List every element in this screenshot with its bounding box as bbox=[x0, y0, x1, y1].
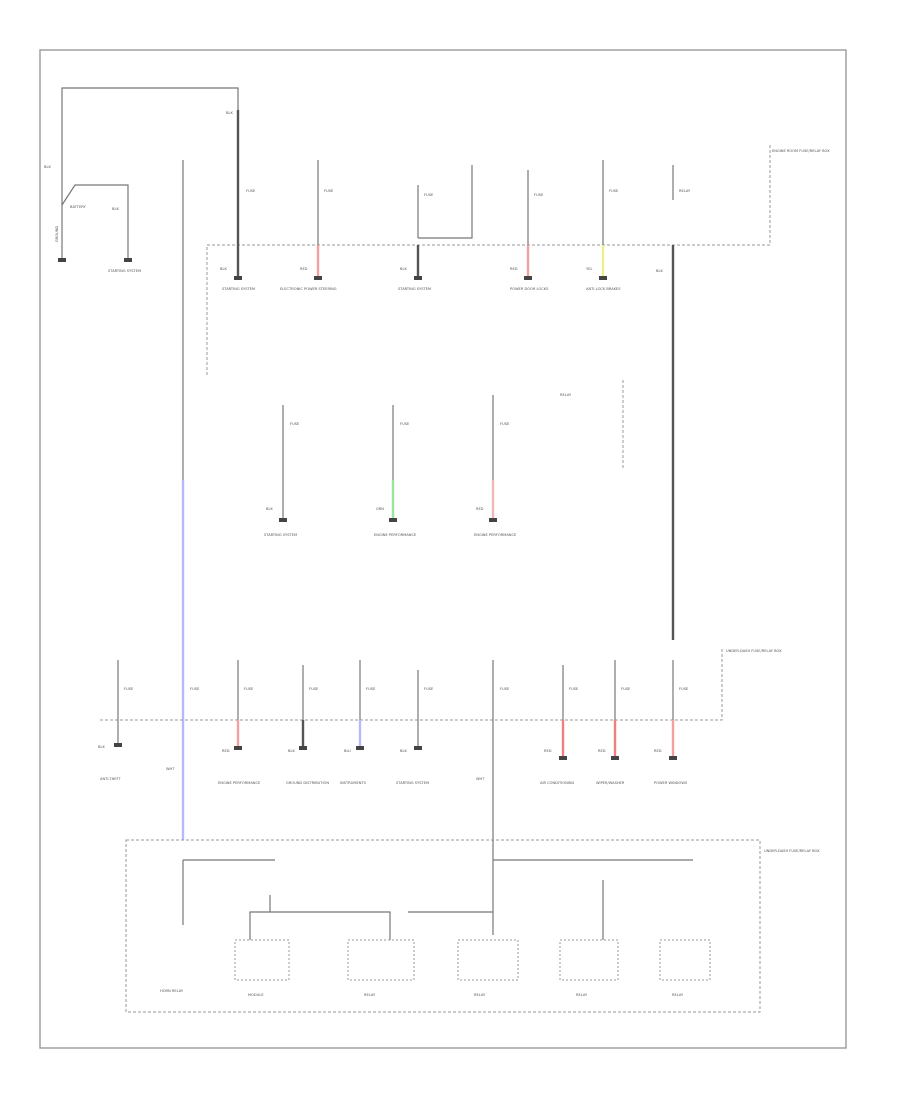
svg-text:RELAY: RELAY bbox=[364, 993, 376, 997]
svg-text:RED: RED bbox=[544, 749, 552, 753]
battery-wire-left: BLK bbox=[44, 165, 51, 169]
svg-text:RELAY: RELAY bbox=[672, 993, 684, 997]
svg-text:INSTRUMENTS: INSTRUMENTS bbox=[340, 781, 367, 785]
svg-text:STARTING SYSTEM: STARTING SYSTEM bbox=[396, 781, 429, 785]
svg-text:ANTI-THEFT: ANTI-THEFT bbox=[100, 777, 122, 781]
svg-text:YEL: YEL bbox=[586, 267, 592, 271]
svg-text:MODULE: MODULE bbox=[248, 993, 264, 997]
svg-text:ENGINE PERFORMANCE: ENGINE PERFORMANCE bbox=[218, 781, 261, 785]
svg-text:FUSE: FUSE bbox=[190, 687, 200, 691]
fb1-output-5: FUSE YEL ANTI-LOCK BRAKES bbox=[586, 189, 621, 291]
fb1-output-1: FUSE BLK STARTING SYSTEM bbox=[220, 189, 256, 291]
svg-text:ANTI-LOCK BRAKES: ANTI-LOCK BRAKES bbox=[586, 287, 621, 291]
svg-text:RED: RED bbox=[222, 749, 230, 753]
svg-text:FUSE: FUSE bbox=[324, 189, 334, 193]
fuse-box-3-title: UNDER-DASH FUSE/RELAY BOX bbox=[764, 849, 820, 853]
svg-text:RELAY: RELAY bbox=[576, 993, 588, 997]
svg-text:POWER DOOR LOCKS: POWER DOOR LOCKS bbox=[510, 287, 549, 291]
svg-text:FUSE: FUSE bbox=[609, 189, 619, 193]
svg-text:WHT: WHT bbox=[476, 777, 485, 781]
svg-text:BLK: BLK bbox=[98, 745, 105, 749]
fuse-box-1-title: ENGINE ROOM FUSE/RELAY BOX bbox=[772, 149, 830, 153]
svg-text:FUSE: FUSE bbox=[500, 422, 510, 426]
battery-label: BATTERY bbox=[70, 205, 87, 209]
fuse-box-2-title: UNDER-DASH FUSE/RELAY BOX bbox=[726, 649, 782, 653]
battery-wire-right: BLK bbox=[112, 207, 119, 211]
fb1-output-3: FUSE BLK STARTING SYSTEM bbox=[398, 193, 434, 291]
svg-text:BLK: BLK bbox=[400, 749, 407, 753]
svg-text:GROUND DISTRIBUTION: GROUND DISTRIBUTION bbox=[286, 781, 329, 785]
svg-text:ELECTRONIC POWER STEERING: ELECTRONIC POWER STEERING bbox=[280, 287, 337, 291]
fb1-output-4: FUSE RED POWER DOOR LOCKS bbox=[510, 193, 549, 291]
svg-text:FUSE: FUSE bbox=[424, 193, 434, 197]
svg-text:FUSE: FUSE bbox=[244, 687, 254, 691]
svg-text:RED: RED bbox=[510, 267, 518, 271]
svg-text:WHT: WHT bbox=[166, 767, 175, 771]
fb1-output-6: RELAY BLK bbox=[656, 189, 691, 640]
svg-text:BLK: BLK bbox=[266, 507, 273, 511]
middle-fuses: FUSE BLK STARTING SYSTEM FUSE GRN ENGINE… bbox=[181, 160, 624, 840]
svg-text:RED: RED bbox=[476, 507, 484, 511]
svg-text:AIR CONDITIONING: AIR CONDITIONING bbox=[540, 781, 575, 785]
battery-ground-label: GROUND bbox=[55, 226, 59, 242]
svg-text:FUSE: FUSE bbox=[290, 422, 300, 426]
svg-text:ENGINE PERFORMANCE: ENGINE PERFORMANCE bbox=[474, 533, 517, 537]
svg-text:FUSE: FUSE bbox=[366, 687, 376, 691]
svg-text:FUSE: FUSE bbox=[246, 189, 256, 193]
svg-text:FUSE: FUSE bbox=[679, 687, 689, 691]
diagram-frame bbox=[39, 49, 847, 1049]
svg-text:RELAY: RELAY bbox=[474, 993, 486, 997]
svg-text:POWER WINDOWS: POWER WINDOWS bbox=[654, 781, 688, 785]
svg-text:GRN: GRN bbox=[376, 507, 384, 511]
fb1-output-2: FUSE RED ELECTRONIC POWER STEERING bbox=[280, 189, 337, 291]
svg-text:STARTING SYSTEM: STARTING SYSTEM bbox=[222, 287, 255, 291]
svg-text:BLK: BLK bbox=[656, 269, 663, 273]
fuse-box-2: UNDER-DASH FUSE/RELAY BOX FUSE BLK ANTI bbox=[98, 648, 782, 840]
svg-text:BLK: BLK bbox=[288, 749, 295, 753]
battery-main-wire: BLK bbox=[226, 111, 233, 115]
svg-text:BLK: BLK bbox=[400, 267, 407, 271]
svg-text:RELAY: RELAY bbox=[679, 189, 691, 193]
svg-text:FUSE: FUSE bbox=[534, 193, 544, 197]
svg-text:RED: RED bbox=[598, 749, 606, 753]
svg-text:RED: RED bbox=[654, 749, 662, 753]
svg-text:BLK: BLK bbox=[220, 267, 227, 271]
svg-text:FUSE: FUSE bbox=[621, 687, 631, 691]
svg-text:FUSE: FUSE bbox=[424, 687, 434, 691]
svg-text:STARTING SYSTEM: STARTING SYSTEM bbox=[398, 287, 431, 291]
svg-text:FUSE: FUSE bbox=[400, 422, 410, 426]
svg-text:HORN RELAY: HORN RELAY bbox=[160, 989, 184, 993]
svg-text:FUSE: FUSE bbox=[124, 687, 134, 691]
starter-label: STARTING SYSTEM bbox=[108, 269, 141, 273]
svg-text:FUSE: FUSE bbox=[569, 687, 579, 691]
svg-text:FUSE: FUSE bbox=[500, 687, 510, 691]
fuse-box-3: UNDER-DASH FUSE/RELAY BOX HORN RELAY MOD… bbox=[125, 839, 820, 1013]
battery-section: BATTERY BLK BLK GROUND STARTING SYSTEM B… bbox=[44, 87, 239, 273]
fuse-box-1: ENGINE ROOM FUSE/RELAY BOX FUSE BLK STAR… bbox=[206, 110, 830, 640]
svg-text:WIPER/WASHER: WIPER/WASHER bbox=[596, 781, 625, 785]
svg-text:FUSE: FUSE bbox=[309, 687, 319, 691]
svg-text:STARTING SYSTEM: STARTING SYSTEM bbox=[264, 533, 297, 537]
svg-text:RELAY: RELAY bbox=[560, 393, 572, 397]
svg-text:BLU: BLU bbox=[344, 749, 351, 753]
svg-text:RED: RED bbox=[300, 267, 308, 271]
svg-text:ENGINE PERFORMANCE: ENGINE PERFORMANCE bbox=[374, 533, 417, 537]
